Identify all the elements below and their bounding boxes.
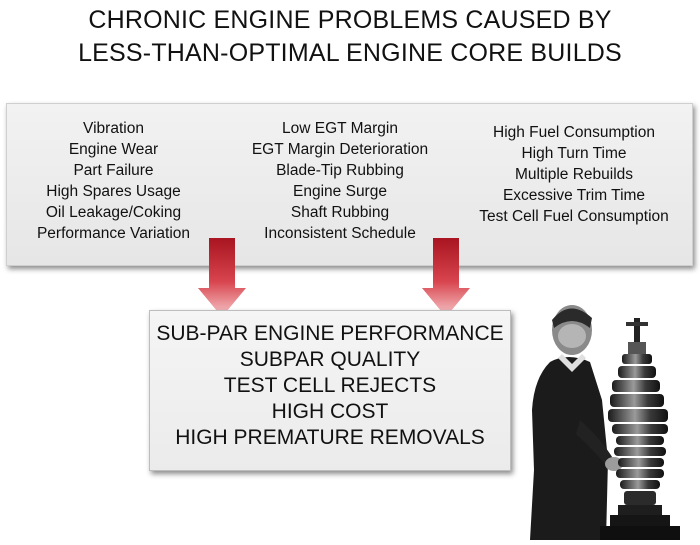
result-item: SUB-PAR ENGINE PERFORMANCE xyxy=(156,322,504,345)
problems-column-1: Vibration Engine Wear Part Failure High … xyxy=(17,118,210,244)
title-line-2: LESS-THAN-OPTIMAL ENGINE CORE BUILDS xyxy=(78,39,622,67)
problem-item: High Turn Time xyxy=(521,145,627,162)
down-arrow-icon xyxy=(198,238,246,317)
problems-column-3: High Fuel Consumption High Turn Time Mul… xyxy=(461,122,687,227)
problem-item: Engine Wear xyxy=(68,141,159,158)
diagram-title: CHRONIC ENGINE PROBLEMS CAUSED BY LESS-T… xyxy=(0,4,700,70)
engine-worker-photo xyxy=(530,305,680,540)
result-item: HIGH COST xyxy=(271,400,389,423)
problem-item: Excessive Trim Time xyxy=(502,187,646,204)
problem-item: Multiple Rebuilds xyxy=(514,166,634,183)
problem-item: High Spares Usage xyxy=(46,183,181,200)
problem-item: Performance Variation xyxy=(36,225,191,242)
result-item: SUBPAR QUALITY xyxy=(239,348,421,371)
problem-item: Part Failure xyxy=(73,162,154,179)
problem-item: Vibration xyxy=(83,120,144,137)
down-arrow-icon xyxy=(422,238,470,317)
result-item: HIGH PREMATURE REMOVALS xyxy=(175,426,485,449)
problems-column-2: Low EGT Margin EGT Margin Deterioration … xyxy=(225,118,455,244)
problem-item: Shaft Rubbing xyxy=(290,204,390,221)
results-box: SUB-PAR ENGINE PERFORMANCE SUBPAR QUALIT… xyxy=(149,310,511,471)
title-line-1: CHRONIC ENGINE PROBLEMS CAUSED BY xyxy=(88,6,612,34)
problem-item: Low EGT Margin xyxy=(281,120,398,137)
problem-item: High Fuel Consumption xyxy=(493,124,655,141)
problem-item: EGT Margin Deterioration xyxy=(251,141,429,158)
problem-item: Oil Leakage/Coking xyxy=(45,204,182,221)
problem-item: Blade-Tip Rubbing xyxy=(276,162,404,179)
problem-item: Engine Surge xyxy=(293,183,387,200)
problems-panel: Vibration Engine Wear Part Failure High … xyxy=(6,103,693,266)
problem-item: Inconsistent Schedule xyxy=(264,225,416,242)
result-item: TEST CELL REJECTS xyxy=(223,374,437,397)
problem-item: Test Cell Fuel Consumption xyxy=(479,208,669,225)
